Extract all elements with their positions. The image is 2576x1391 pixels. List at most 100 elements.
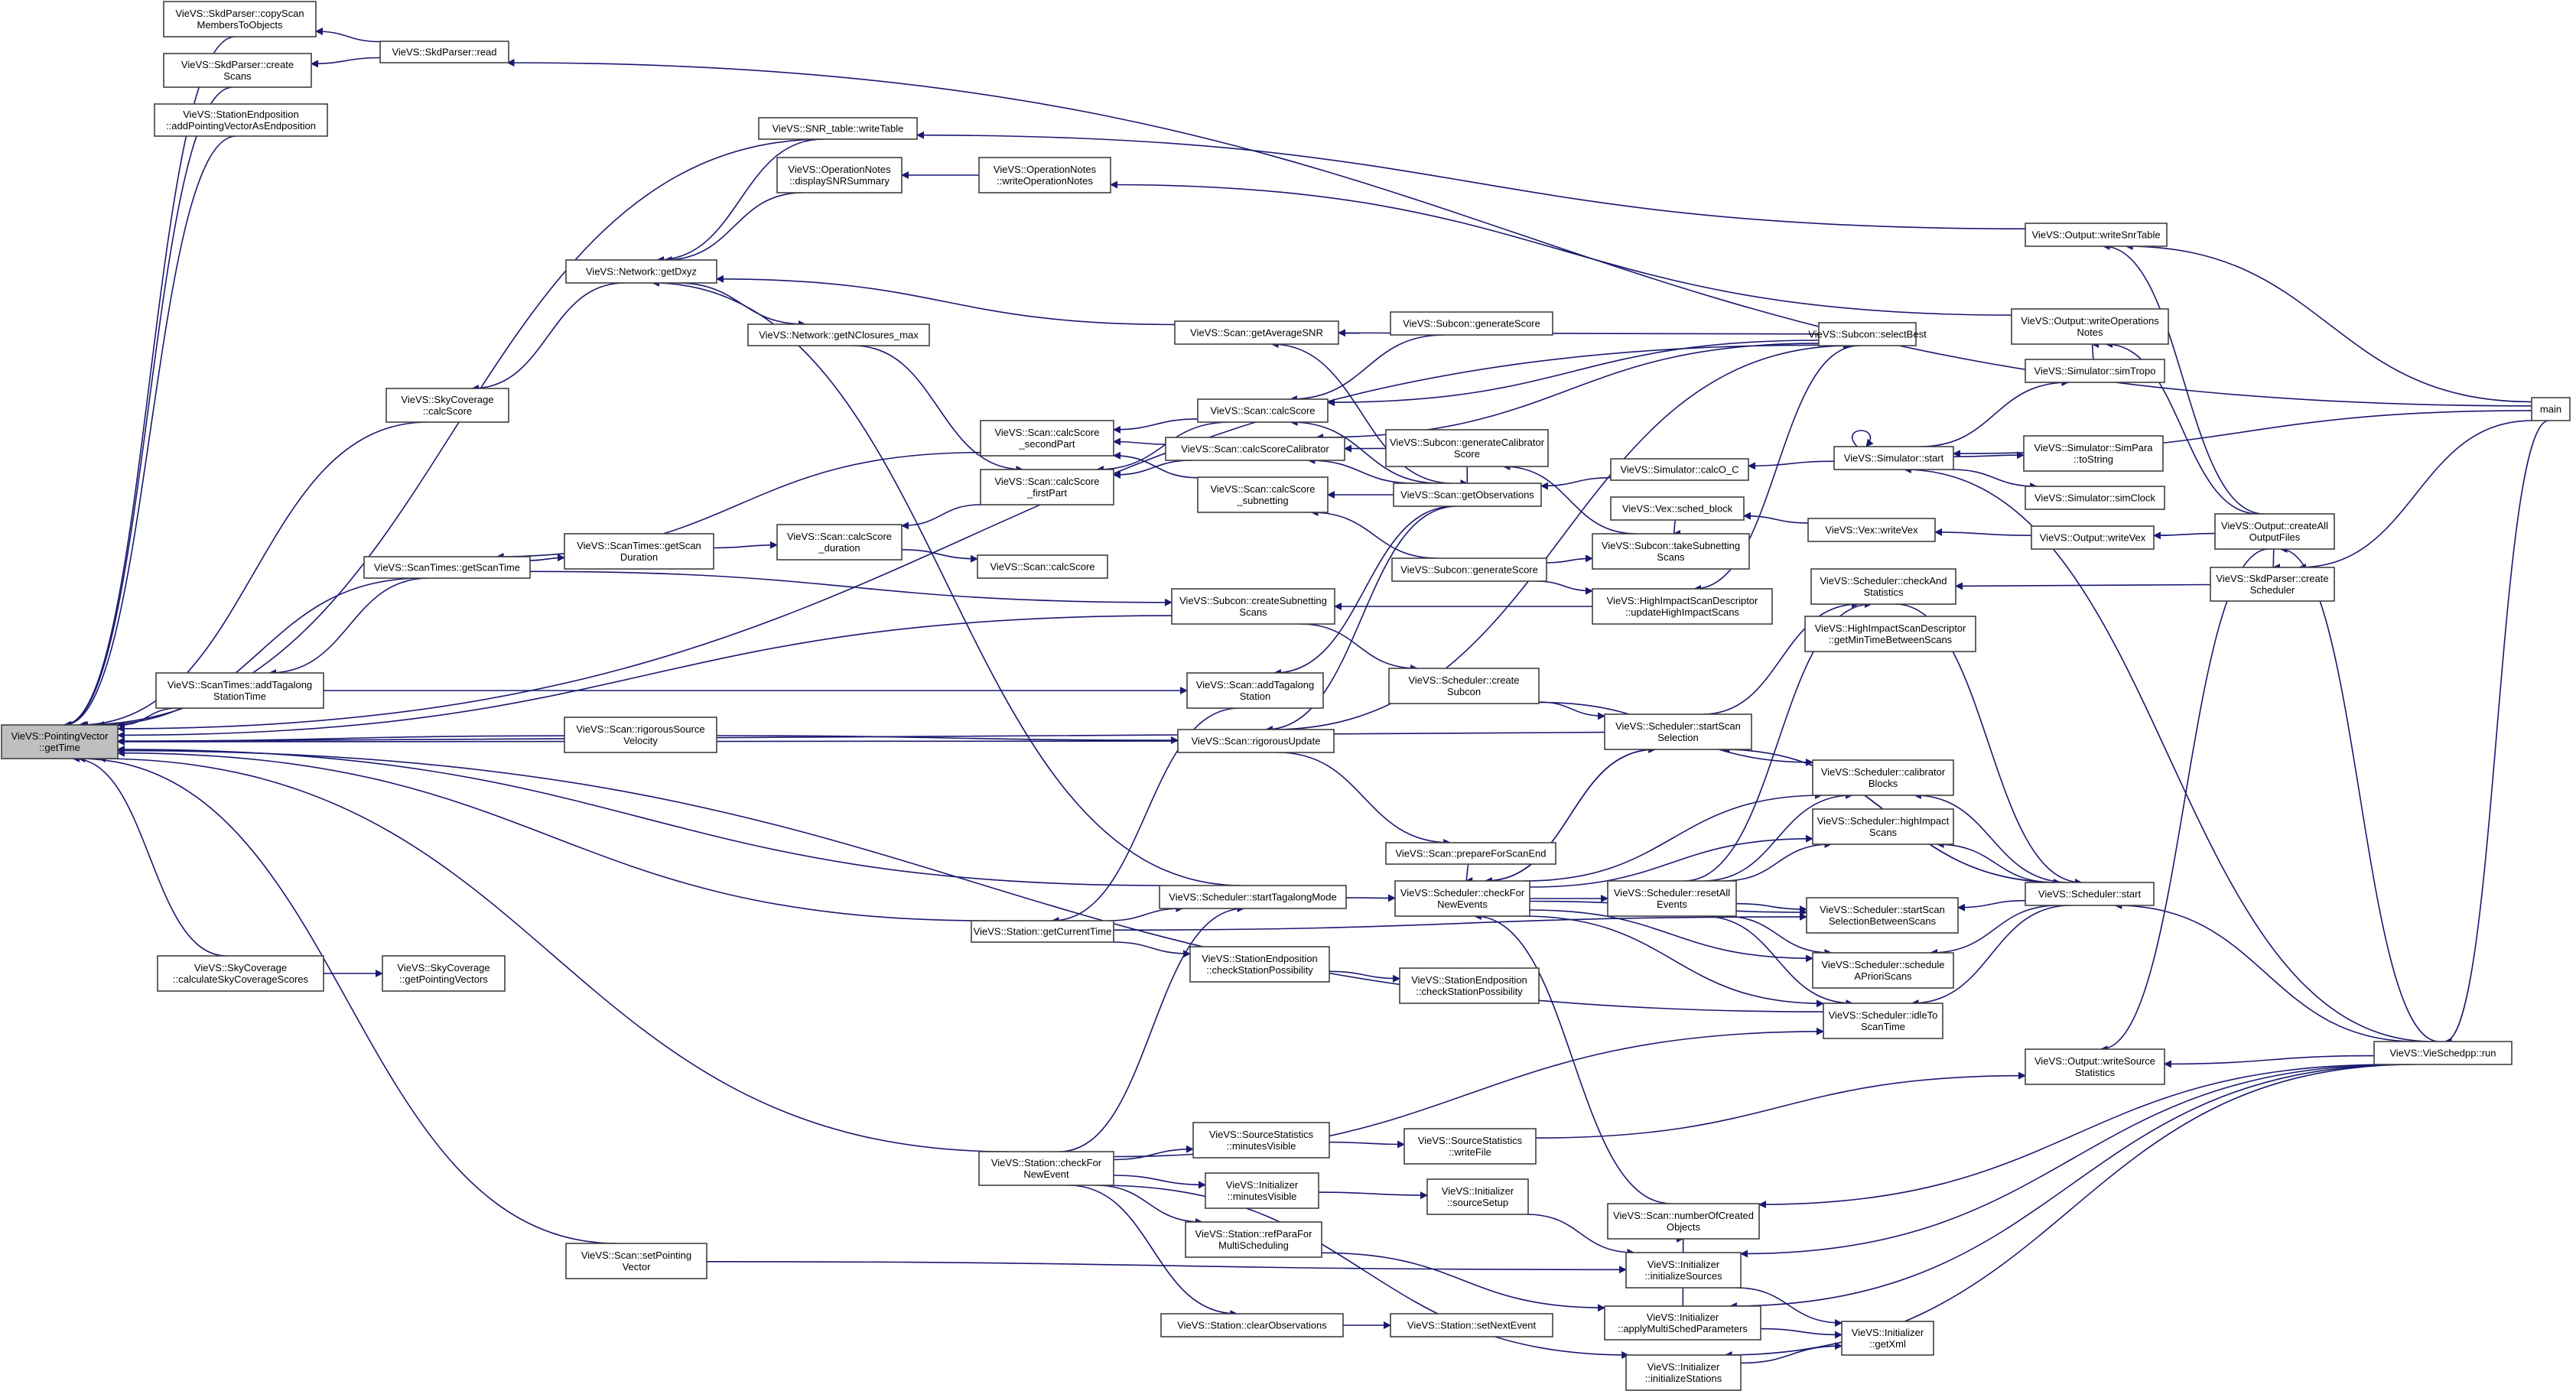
function-node-scan_cs_duration[interactable]: VieVS::Scan::calcScore_duration	[776, 524, 903, 561]
function-node-ini_applyMulti[interactable]: VieVS::Initializer::applyMultiSchedParam…	[1604, 1305, 1761, 1341]
function-node-scan_prepEnd[interactable]: VieVS::Scan::prepareForScanEnd	[1385, 842, 1556, 865]
node-box	[1604, 1305, 1761, 1341]
function-node-out_writeVex[interactable]: VieVS::Output::writeVex	[2031, 525, 2155, 550]
node-box	[163, 1, 317, 37]
function-node-net_getNClos[interactable]: VieVS::Network::getNClosures_max	[747, 323, 930, 346]
function-node-vex_writeVex[interactable]: VieVS::Vex::writeVex	[1807, 518, 1936, 542]
function-node-ini_initStations[interactable]: VieVS::Initializer::initializeStations	[1625, 1354, 1742, 1391]
function-node-sta_getCurTime[interactable]: VieVS::Station::getCurrentTime	[971, 920, 1114, 943]
function-node-sky_getPV[interactable]: VieVS::SkyCoverage::getPointingVectors	[382, 955, 506, 992]
function-node-se_checkStation[interactable]: VieVS::StationEndposition::checkStationP…	[1189, 946, 1330, 983]
function-node-ini_getXml[interactable]: VieVS::Initializer::getXml	[1841, 1321, 1934, 1356]
function-node-sky_calcSkyCov[interactable]: VieVS::SkyCoverage::calculateSkyCoverage…	[157, 955, 324, 992]
function-node-vex_sched[interactable]: VieVS::Vex::sched_block	[1610, 496, 1745, 521]
function-node-vie_run[interactable]: VieVS::VieSchedpp::run	[2373, 1041, 2513, 1065]
function-node-ss_minVisible[interactable]: VieVS::SourceStatistics::minutesVisible	[1192, 1122, 1330, 1159]
function-node-ss_writeFile[interactable]: VieVS::SourceStatistics::writeFile	[1403, 1128, 1537, 1165]
function-node-snr_writeTable[interactable]: VieVS::SNR_table::writeTable	[758, 117, 918, 140]
function-node-sch_startBetween[interactable]: VieVS::Scheduler::startScanSelectionBetw…	[1806, 897, 1959, 934]
node-label-line: VieVS::Initializer	[1226, 1179, 1299, 1191]
function-node-sim_simClock[interactable]: VieVS::Simulator::simClock	[2025, 486, 2165, 510]
function-node-scan_calcScore2[interactable]: VieVS::Scan::calcScore	[977, 554, 1108, 579]
function-node-scan_getAvgSNR[interactable]: VieVS::Scan::getAverageSNR	[1174, 320, 1339, 345]
function-node-sch_startTagalong[interactable]: VieVS::Scheduler::startTagalongMode	[1159, 885, 1347, 909]
function-node-sim_simPara[interactable]: VieVS::Simulator::SimPara::toString	[2023, 435, 2164, 472]
call-edge-sta_checkForNew-to-ss_minVisible	[1113, 1145, 1194, 1161]
call-edge-skd_createScans-to-pv_getTime	[63, 86, 233, 729]
function-node-hisd_update[interactable]: VieVS::HighImpactScanDescriptor::updateH…	[1592, 588, 1773, 625]
function-node-scan_cs_first[interactable]: VieVS::Scan::calcScore_firstPart	[980, 469, 1114, 505]
function-node-scan_calcScore[interactable]: VieVS::Scan::calcScore	[1197, 398, 1329, 423]
function-node-on_writeON[interactable]: VieVS::OperationNotes::writeOperationNot…	[978, 157, 1111, 193]
function-node-skd_read[interactable]: VieVS::SkdParser::read	[379, 41, 509, 63]
function-node-sta_clearObs[interactable]: VieVS::Station::clearObservations	[1160, 1313, 1344, 1337]
function-node-on_displaySNR[interactable]: VieVS::OperationNotes::displaySNRSummary	[776, 157, 903, 193]
function-node-out_writeSnr[interactable]: VieVS::Output::writeSnrTable	[2025, 223, 2168, 247]
function-node-sub_selectBest[interactable]: VieVS::Subcon::selectBest	[1808, 322, 1927, 346]
node-label-line: VieVS::SkdParser::create	[2216, 573, 2328, 584]
call-edge-vie_run-to-sim_start	[1903, 466, 2433, 1042]
node-label-line: VieVS::Subcon::createSubnetting	[1179, 595, 1327, 606]
function-node-scan_cs_subnet[interactable]: VieVS::Scan::calcScore_subnetting	[1197, 476, 1329, 513]
function-node-ini_initSources[interactable]: VieVS::Initializer::initializeSources	[1625, 1252, 1742, 1289]
function-node-net_getDxyz[interactable]: VieVS::Network::getDxyz	[565, 259, 717, 284]
node-label-line: VieVS::Network::getNClosures_max	[759, 330, 919, 341]
function-node-scan_csCalib[interactable]: VieVS::Scan::calcScoreCalibrator	[1165, 437, 1345, 461]
function-node-se_checkStation2[interactable]: VieVS::StationEndposition::checkStationP…	[1399, 967, 1540, 1004]
node-label-line: ::updateHighImpactScans	[1625, 606, 1739, 618]
function-node-se_addPV[interactable]: VieVS::StationEndposition::addPointingVe…	[154, 103, 328, 137]
function-node-ini_srcSetup[interactable]: VieVS::Initializer::sourceSetup	[1426, 1178, 1529, 1215]
function-node-scan_getObs[interactable]: VieVS::Scan::getObservations	[1393, 483, 1542, 507]
function-node-sky_calcScore[interactable]: VieVS::SkyCoverage::calcScore	[385, 388, 509, 423]
function-node-st_getScanTime[interactable]: VieVS::ScanTimes::getScanTime	[363, 556, 531, 579]
root-node-pv_getTime[interactable]: VieVS::PointingVector::getTime	[1, 724, 119, 759]
call-edge-sch_checkForNew-to-sch_startScanSel	[1485, 746, 1657, 882]
node-box	[2011, 308, 2169, 345]
function-node-sim_calcOC[interactable]: VieVS::Simulator::calcO_C	[1610, 458, 1749, 481]
function-node-scan_cs_second[interactable]: VieVS::Scan::calcScore_secondPart	[980, 420, 1114, 457]
function-node-skd_copyScan[interactable]: VieVS::SkdParser::copyScanMembersToObjec…	[163, 1, 317, 37]
function-node-sta_setNext[interactable]: VieVS::Station::setNextEvent	[1390, 1313, 1553, 1337]
function-node-sim_simTropo[interactable]: VieVS::Simulator::simTropo	[2025, 359, 2165, 383]
call-edge-scan_csCalib-to-scan_cs_first	[1113, 460, 1193, 479]
node-label-line: ::writeOperationNotes	[997, 175, 1093, 187]
function-node-sch_start[interactable]: VieVS::Scheduler::start	[2025, 882, 2155, 906]
function-node-sta_refPara[interactable]: VieVS::Station::refParaForMultiSchedulin…	[1185, 1221, 1322, 1258]
function-node-sim_start[interactable]: VieVS::Simulator::start	[1833, 446, 1954, 470]
node-box	[1592, 588, 1773, 625]
function-node-ini_minVisible[interactable]: VieVS::Initializer::minutesVisible	[1205, 1172, 1319, 1209]
call-edge-st_getScanDur-to-scan_cs_duration	[713, 541, 778, 549]
node-label-line: ::displaySNRSummary	[789, 175, 890, 187]
function-node-sub_genScore1[interactable]: VieVS::Subcon::generateScore	[1390, 311, 1553, 336]
function-node-hisd_getMin[interactable]: VieVS::HighImpactScanDescriptor::getMinT…	[1804, 616, 1976, 652]
function-node-scan_rigUpdate[interactable]: VieVS::Scan::rigorousUpdate	[1177, 729, 1335, 753]
call-edge-ss_writeFile-to-out_writeSrc	[1535, 1071, 2026, 1139]
function-node-sub_genScore2[interactable]: VieVS::Subcon::generateScore	[1391, 557, 1547, 582]
function-node-main[interactable]: main	[2531, 397, 2571, 421]
node-label-line: _duration	[818, 542, 860, 554]
